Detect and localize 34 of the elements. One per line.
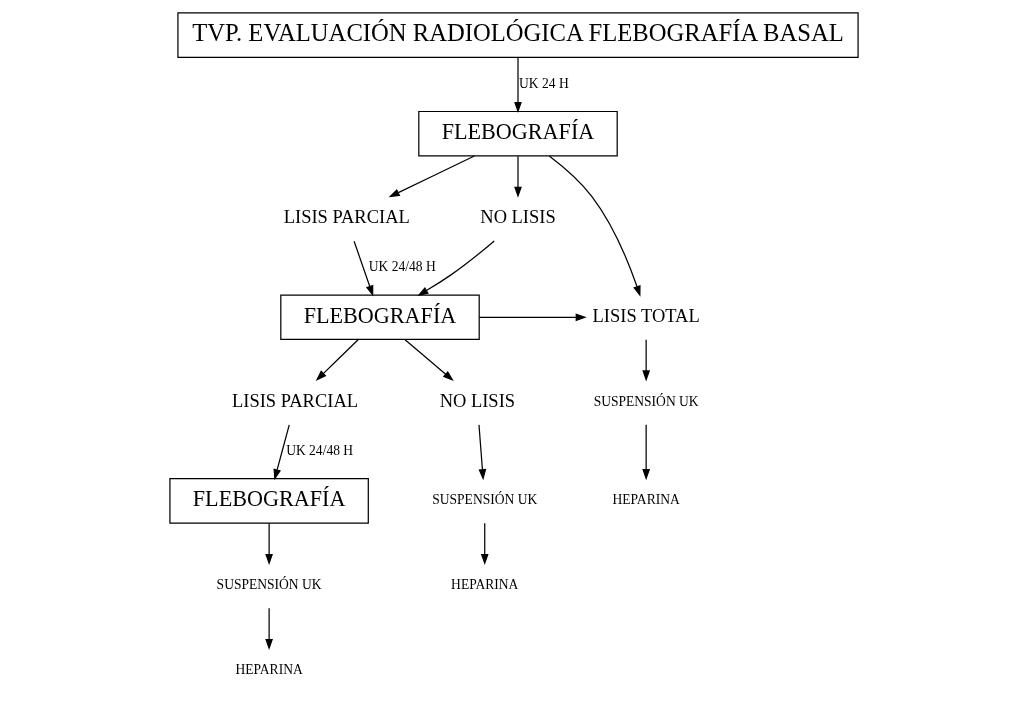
edge-label: UK 24/48 H (285, 443, 353, 459)
node-text: SUSPENSIÓN UK (431, 492, 537, 508)
node-text: HEPARINA (234, 662, 303, 678)
node-box: FLEBOGRAFÍA (417, 110, 618, 157)
arrow (548, 155, 641, 297)
node-text: HEPARINA (450, 577, 518, 593)
arrow (416, 240, 495, 296)
node-text: NO LISIS (439, 390, 515, 411)
arrow (513, 155, 522, 198)
node-text: LISIS PARCIAL (231, 390, 358, 411)
arrow (264, 522, 273, 566)
arrow (403, 339, 454, 382)
arrow (480, 522, 489, 566)
edge-label: UK 24/48 H (368, 259, 436, 275)
edge-label: UK 24 H (518, 75, 569, 91)
node-text: SUSPENSIÓN UK (216, 577, 322, 593)
arrow (641, 339, 650, 382)
arrow (353, 240, 373, 297)
arrow (315, 339, 359, 381)
node-text: LISIS TOTAL (592, 305, 700, 326)
arrow (478, 313, 587, 322)
node-box: TVP. EVALUACIÓN RADIOLÓGICA FLEBOGRAFÍA BASAL (176, 12, 859, 58)
node-box: FLEBOGRAFÍA (279, 294, 480, 341)
arrow (264, 607, 273, 651)
node-text: NO LISIS (479, 207, 556, 228)
arrow (513, 57, 522, 114)
node-text: HEPARINA (612, 492, 680, 508)
node-box: FLEBOGRAFÍA (168, 478, 369, 524)
arrow (641, 424, 650, 481)
arrow (388, 155, 475, 198)
arrow (477, 424, 486, 481)
arrow (273, 424, 290, 481)
node-text: LISIS PARCIAL (283, 207, 410, 228)
node-text: SUSPENSIÓN UK (593, 393, 699, 409)
